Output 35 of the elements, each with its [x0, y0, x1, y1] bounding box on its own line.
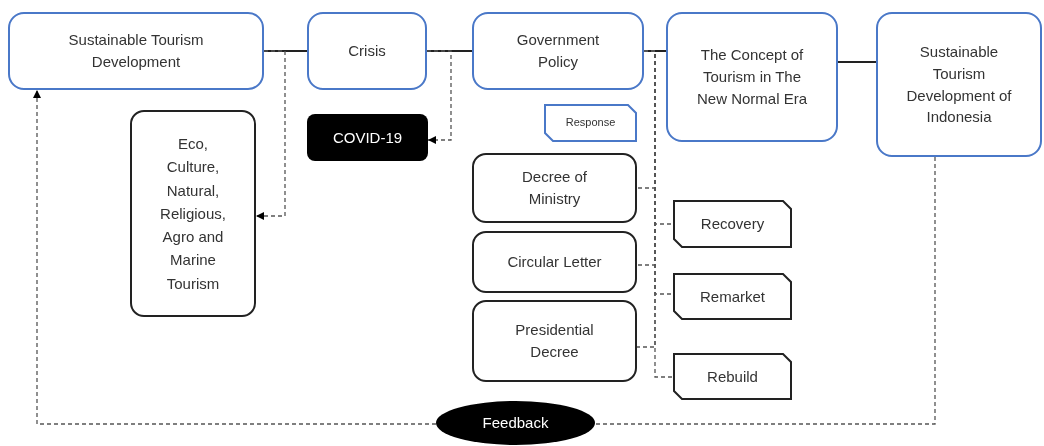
box-label: Sustainable Tourism Development of Indonesia	[905, 42, 1013, 128]
process-box	[472, 153, 637, 223]
dashed-connector	[33, 89, 437, 425]
highlight-box	[307, 114, 428, 161]
snipped-box	[673, 273, 792, 320]
box-label: Circular Letter	[506, 252, 603, 273]
box-label: Rebuild	[706, 366, 759, 387]
dashed-connector	[594, 156, 936, 425]
box-label: Feedback	[481, 413, 550, 434]
process-box	[472, 231, 637, 293]
box-label: Crisis	[347, 41, 387, 62]
process-box	[307, 12, 427, 90]
connector-line	[837, 61, 877, 63]
snipped-box	[673, 200, 792, 248]
feedback-ellipse	[436, 401, 595, 445]
process-box	[8, 12, 264, 90]
process-box	[472, 12, 644, 90]
box-label: Presidential Decree	[514, 320, 595, 362]
dashed-connector	[426, 50, 452, 144]
process-box	[876, 12, 1042, 157]
process-box	[130, 110, 256, 317]
box-label: Decree of Ministry	[520, 167, 588, 209]
box-label: Government Policy	[515, 30, 601, 72]
snipped-box	[673, 353, 792, 400]
process-box	[666, 12, 838, 142]
box-label: The Concept of Tourism in The New Normal Era	[696, 45, 808, 109]
process-box	[472, 300, 637, 382]
box-label: Sustainable Tourism Development	[67, 30, 205, 72]
box-label: Remarket	[699, 286, 766, 307]
box-label: Response	[564, 115, 617, 131]
dashed-connector	[255, 50, 286, 220]
box-label: Recovery	[699, 214, 766, 235]
snipped-box	[544, 104, 637, 142]
box-label: COVID-19	[331, 127, 404, 148]
box-label: Eco, Culture, Natural, Religious, Agro and Marine Tourism	[159, 134, 227, 294]
